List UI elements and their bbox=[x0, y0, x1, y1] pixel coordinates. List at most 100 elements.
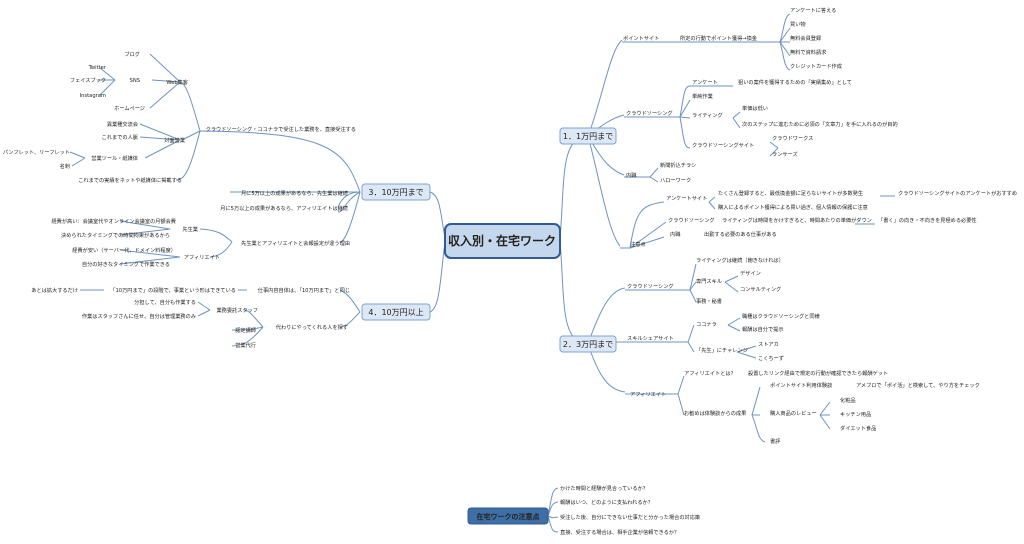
leaf-sales-tool-item[interactable]: パンフレット、リーフレット bbox=[3, 149, 70, 156]
leaf-share[interactable]: スキルシェアサイト bbox=[627, 335, 674, 342]
leaf-aff-point[interactable]: ポイントサイト利用体験談 bbox=[770, 381, 833, 389]
leaf-cs-survey[interactable]: アンケート bbox=[692, 79, 718, 86]
leaf-coconala-item[interactable]: 報酬は自分で提示 bbox=[742, 325, 784, 333]
leaf-teacher-item[interactable]: 決められたタイミングでの時間拘束があるから bbox=[61, 231, 170, 239]
leaf-staff[interactable]: 業務委託スタッフ bbox=[216, 306, 258, 314]
leaf-cc[interactable]: クラウドソーシング・ココナラで受注した業務を、直接受注する bbox=[206, 125, 356, 133]
leaf-caution-survey-2[interactable]: 購入によるポイント獲得による買い過ぎ、個人情報の保護に注意 bbox=[718, 203, 868, 211]
leaf-cs2-jimu[interactable]: 事務・秘書 bbox=[696, 297, 722, 305]
leaf-aff2[interactable]: アフィリエイト bbox=[630, 391, 666, 398]
branch-3man-leaves: クラウドソーシング ライティングは継続（飽きなければ） 専門スキル デザイン コ… bbox=[627, 256, 980, 445]
leaf-cs-site[interactable]: ランサーズ bbox=[772, 150, 798, 158]
leaf-point-item[interactable]: 無料会員登録 bbox=[790, 34, 822, 42]
branch-over-10man[interactable]: 4．10万円以上 bbox=[361, 303, 431, 321]
leaf-cs2-writing[interactable]: ライティングは継続（飽きなければ） bbox=[696, 256, 784, 264]
leaf-cs2-skill[interactable]: 専門スキル bbox=[696, 277, 722, 285]
branch-1man[interactable]: 1．1万円まで bbox=[559, 127, 617, 145]
leaf-note[interactable]: かけた時間と経験が見合っているか？ bbox=[560, 484, 648, 492]
leaf-naishoku-item[interactable]: ハローワーク bbox=[660, 177, 691, 184]
branch-3man[interactable]: 2．3万円まで bbox=[559, 335, 617, 353]
leaf-cs2[interactable]: クラウドソーシング bbox=[627, 282, 674, 290]
leaf-cs[interactable]: クラウドソーシング bbox=[626, 109, 673, 117]
leaf-sns-item[interactable]: Instagram bbox=[80, 93, 106, 99]
leaf-work[interactable]: 仕事内容自体は、「10万円まで」と同じ bbox=[258, 286, 350, 294]
leaf-aff-review-item[interactable]: ダイエット食品 bbox=[840, 424, 876, 432]
notes-topic[interactable]: 在宅ワークの注意点 bbox=[467, 507, 549, 525]
leaf-aff-5[interactable]: 月に5万以上の成果があるなら、アフィリエイトは継続 bbox=[220, 204, 349, 212]
leaf-cs-site[interactable]: クラウドワークス bbox=[772, 134, 813, 142]
leaf-staff-item[interactable]: 作業はスタッフさんに任せ、自分は管理業務のみ bbox=[82, 312, 196, 320]
leaf-aff-review-item[interactable]: 化粧品 bbox=[840, 396, 856, 404]
leaf-sns[interactable]: SNS bbox=[130, 78, 140, 84]
leaf-aff-rec[interactable]: お勧めは体験談からの成果 bbox=[684, 409, 746, 417]
leaf-sensei-item[interactable]: こくちーず bbox=[758, 354, 784, 362]
leaf-point-site[interactable]: ポイントサイト bbox=[623, 34, 659, 42]
leaf-aff-what[interactable]: アフィリエイトとは？ bbox=[684, 370, 736, 377]
leaf-cs-survey-note[interactable]: 狙いの案件を獲得するための「実績集め」として bbox=[738, 78, 852, 86]
leaf-caution-cs-1b[interactable]: 「書く」の向き・不向きを見極める必要性 bbox=[878, 216, 977, 224]
leaf-caution-survey-1b[interactable]: クラウドソーシングサイトのアンケートがおすすめ bbox=[898, 189, 1017, 197]
leaf-staff-item[interactable]: 分担して、自分も作業する bbox=[134, 298, 196, 306]
branch-10man[interactable]: 3．10万円まで bbox=[361, 183, 431, 201]
leaf-point-item[interactable]: アンケートに答える bbox=[790, 6, 836, 14]
leaf-delegate[interactable]: 代わりにやってくれる人を探す bbox=[276, 323, 348, 331]
leaf-combo[interactable]: 先生業とアフィリエイトと会報設定が違う理由 bbox=[241, 239, 350, 247]
leaf-point-item[interactable]: 買い物 bbox=[790, 20, 806, 28]
leaf-note[interactable]: 受注した後、自分にできない仕事だと分かった場合の対応策 bbox=[560, 513, 701, 521]
central-topic[interactable]: 収入別・在宅ワーク bbox=[444, 223, 561, 259]
leaf-coconala[interactable]: ココナラ bbox=[696, 321, 717, 328]
leaf-aff3[interactable]: アフィリエイト bbox=[184, 254, 220, 261]
leaf-point-item[interactable]: クレジットカード作成 bbox=[790, 62, 842, 70]
leaf-aff-review[interactable]: 購入商品のレビュー bbox=[770, 409, 817, 417]
leaf-cs-writing[interactable]: ライティング bbox=[692, 111, 723, 119]
leaf-caution-naishoku-1[interactable]: 出勤する必要のある仕事がある bbox=[704, 230, 777, 238]
connectors bbox=[69, 13, 895, 533]
leaf-sales-tool-item[interactable]: 名刺 bbox=[60, 162, 70, 170]
leaf-offline[interactable]: 対面営業 bbox=[164, 136, 185, 144]
leaf-sns-item[interactable]: Twitter bbox=[88, 65, 107, 71]
branch-over-10man-label: 4．10万円以上 bbox=[368, 308, 423, 317]
leaf-caution-survey-1[interactable]: たくさん登録すると、最低換金額に足らないサイトが多数発生 bbox=[718, 189, 863, 197]
leaf-cs-writing-note[interactable]: 次のステップに進むために必須の「文章力」を手に入れるのが目的 bbox=[742, 120, 898, 128]
leaf-blog[interactable]: ブログ bbox=[124, 50, 140, 58]
leaf-caution-survey[interactable]: アンケートサイト bbox=[666, 195, 707, 202]
leaf-cs2-skill-item[interactable]: コンサルティング bbox=[740, 285, 781, 293]
leaf-web[interactable]: Web集客 bbox=[166, 78, 188, 86]
leaf-sensei-item[interactable]: ストアカ bbox=[758, 341, 779, 348]
leaf-aff3-item[interactable]: 自分の好きなタイミングで作業できる bbox=[82, 260, 170, 268]
leaf-offline-item[interactable]: これまでの人脈 bbox=[102, 133, 138, 141]
leaf-hp[interactable]: ホームページ bbox=[114, 105, 145, 112]
leaf-aff-point-note[interactable]: アメブロで「ポイ活」と検索して、やり方をチェック bbox=[856, 381, 980, 389]
leaf-agency[interactable]: 営業代行 bbox=[235, 341, 256, 349]
leaf-teacher-item[interactable]: 経費が高い：会議室代やオンライン会議室の月額会費 bbox=[51, 217, 176, 225]
leaf-note[interactable]: 報酬はいつ、どのように支払われるか？ bbox=[560, 498, 653, 506]
leaf-naishoku-item[interactable]: 新聞折込チラシ bbox=[660, 161, 696, 169]
leaf-cs-sites[interactable]: クラウドソーシングサイト bbox=[692, 141, 754, 149]
leaf-caution-cs[interactable]: クラウドソーシング bbox=[668, 216, 715, 224]
leaf-aff-review-item[interactable]: キッチン用品 bbox=[840, 411, 871, 418]
leaf-caution[interactable]: 注意点 bbox=[630, 240, 646, 248]
leaf-aff-book[interactable]: 書評 bbox=[770, 437, 780, 445]
leaf-cs-writing-note[interactable]: 単価は低い bbox=[742, 104, 768, 112]
leaf-cs2-skill-item[interactable]: デザイン bbox=[740, 269, 761, 277]
leaf-point-action[interactable]: 所定の行動でポイント獲得→換金 bbox=[680, 34, 758, 42]
leaf-teacher-5[interactable]: 月に5万以上の成果があるなら、先生業は継続 bbox=[241, 189, 349, 197]
leaf-record[interactable]: これまでの実績をネットや紙媒体に掲載する bbox=[78, 176, 182, 184]
leaf-aff-what-note[interactable]: 設置したリンク経由で規定の行動が確認できたら報酬ゲット bbox=[748, 369, 888, 377]
leaf-point-item[interactable]: 無料で資料請求 bbox=[790, 48, 827, 56]
leaf-caution-naishoku[interactable]: 内職 bbox=[670, 230, 681, 238]
leaf-offline-item[interactable]: 異業種交流会 bbox=[107, 120, 138, 128]
leaf-coconala-item[interactable]: 職種はクラウドソーシングと同様 bbox=[742, 312, 821, 320]
leaf-work-note2[interactable]: あとは拡大するだけ bbox=[31, 286, 78, 294]
leaf-teacher[interactable]: 先生業 bbox=[182, 225, 198, 233]
leaf-note[interactable]: 直接、受注する場合は、相手企業が信頼できるか？ bbox=[560, 528, 679, 536]
leaf-work-note[interactable]: 「10万円まで」の段階で、事業という形はできている bbox=[110, 286, 236, 294]
leaf-naishoku[interactable]: 内職 bbox=[626, 171, 637, 179]
leaf-caution-cs-1[interactable]: ライティングは時間をかけすぎると、時間あたりの単価がダウン bbox=[722, 216, 872, 224]
leaf-sales-tool[interactable]: 営業ツール・紙媒体 bbox=[91, 154, 139, 162]
leaf-cs-simple[interactable]: 単純作業 bbox=[692, 92, 713, 100]
leaf-sensei[interactable]: 「先生」にチャレンジ bbox=[696, 346, 748, 354]
leaf-sns-item[interactable]: フェイスブック bbox=[70, 76, 106, 84]
leaf-lecturer[interactable]: 認定講師 bbox=[235, 326, 256, 334]
leaf-aff3-item[interactable]: 経費が安い（サーバー代、ドメイン料程度） bbox=[72, 246, 176, 254]
